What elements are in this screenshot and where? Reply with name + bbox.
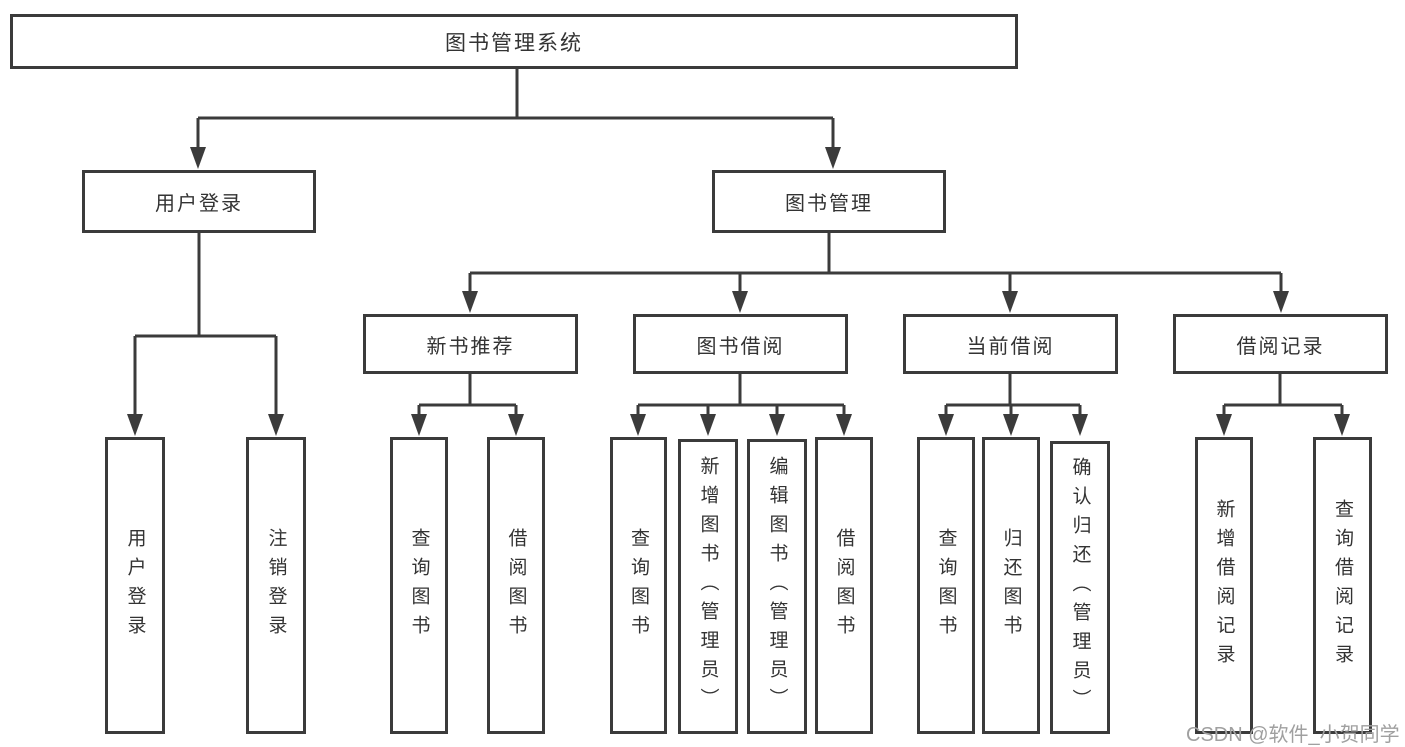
- node-label: 用户登录: [124, 527, 146, 644]
- arrowhead-icon: [462, 291, 478, 313]
- arrowhead-icon: [127, 414, 143, 436]
- leaf-query-books-1: 查询图书: [390, 437, 448, 734]
- arrowhead-icon: [508, 414, 524, 436]
- node-label: 借阅图书: [505, 527, 527, 644]
- node-label: 图书管理系统: [445, 31, 583, 55]
- node-label: 当前借阅: [966, 335, 1055, 358]
- node-label: 新书推荐: [426, 335, 515, 358]
- arrowhead-icon: [411, 414, 427, 436]
- arrowhead-icon: [1003, 414, 1019, 436]
- node-label: 借阅图书: [833, 527, 855, 644]
- node-label: 查询图书: [935, 527, 957, 644]
- node-label: 图书借阅: [696, 335, 785, 358]
- leaf-query-borrow-record: 查询借阅记录: [1313, 437, 1372, 734]
- leaf-query-books-2: 查询图书: [610, 437, 667, 734]
- node-book-management: 图书管理: [712, 170, 946, 233]
- node-label: 编辑图书（管理员）: [766, 456, 788, 717]
- leaf-user-login: 用户登录: [105, 437, 165, 734]
- node-label: 查询图书: [408, 527, 430, 644]
- node-book-borrowing: 图书借阅: [633, 314, 848, 374]
- node-label: 图书管理: [785, 193, 873, 215]
- node-label: 注销登录: [265, 527, 287, 644]
- arrowhead-icon: [1072, 414, 1088, 436]
- arrowhead-icon: [630, 414, 646, 436]
- node-label: 查询借阅记录: [1332, 498, 1353, 673]
- arrowhead-icon: [938, 414, 954, 436]
- arrowhead-icon: [732, 291, 748, 313]
- leaf-confirm-return-admin: 确认归还（管理员）: [1050, 441, 1110, 734]
- watermark: CSDN @软件_小贺同学: [1186, 724, 1400, 746]
- node-label: 新增借阅记录: [1213, 498, 1235, 673]
- arrowhead-icon: [1273, 291, 1289, 313]
- arrowhead-icon: [268, 414, 284, 436]
- leaf-borrow-books-1: 借阅图书: [487, 437, 545, 734]
- elbow-connectors: [133, 68, 1344, 417]
- node-label: 用户登录: [155, 193, 243, 215]
- arrowhead-icon: [1334, 414, 1350, 436]
- arrowhead-icon: [825, 147, 841, 169]
- leaf-add-borrow-record: 新增借阅记录: [1195, 437, 1253, 734]
- leaf-add-book-admin: 新增图书（管理员）: [678, 439, 738, 734]
- node-label: 归还图书: [1000, 527, 1022, 644]
- node-label: 借阅记录: [1236, 335, 1325, 358]
- leaf-edit-book-admin: 编辑图书（管理员）: [747, 439, 807, 734]
- leaf-return-books: 归还图书: [982, 437, 1040, 734]
- node-new-book-recommend: 新书推荐: [363, 314, 578, 374]
- node-borrowing-records: 借阅记录: [1173, 314, 1388, 374]
- leaf-borrow-books-2: 借阅图书: [815, 437, 873, 734]
- arrowhead-icon: [769, 414, 785, 436]
- leaf-logout: 注销登录: [246, 437, 306, 734]
- node-current-borrowing: 当前借阅: [903, 314, 1118, 374]
- arrowhead-icon: [190, 147, 206, 169]
- node-label: 新增图书（管理员）: [697, 456, 719, 717]
- arrowhead-icon: [836, 414, 852, 436]
- arrowhead-icon: [1216, 414, 1232, 436]
- arrowhead-icon: [1002, 291, 1018, 313]
- node-root-system: 图书管理系统: [10, 14, 1018, 69]
- node-label: 确认归还（管理员）: [1069, 457, 1091, 718]
- arrowhead-icon: [700, 414, 716, 436]
- node-label: 查询图书: [628, 527, 649, 644]
- node-user-login: 用户登录: [82, 170, 316, 233]
- leaf-query-books-3: 查询图书: [917, 437, 975, 734]
